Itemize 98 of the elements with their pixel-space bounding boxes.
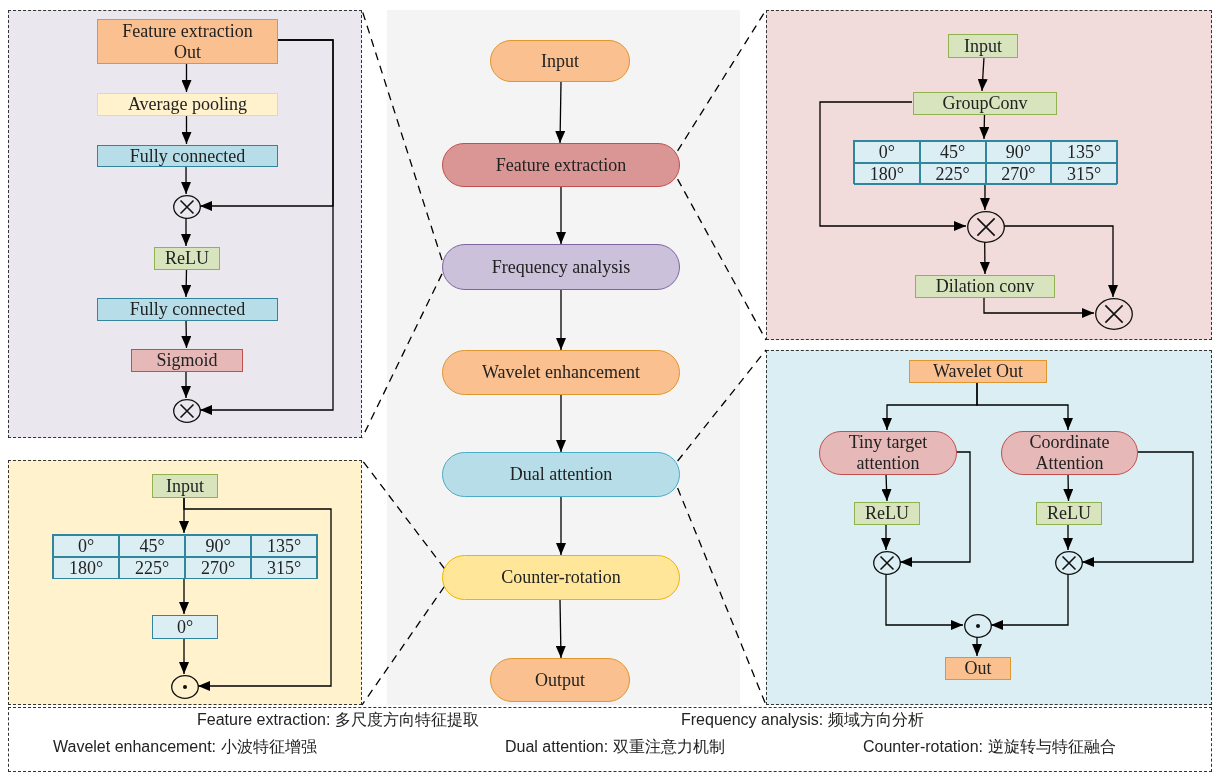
arrow (199, 39, 334, 415)
multiply-circle (1095, 298, 1133, 330)
angle-cell: 225° (919, 163, 986, 185)
process-box: Wavelet Out (909, 360, 1047, 383)
arrow (881, 473, 892, 502)
angle-cell: 180° (53, 557, 119, 579)
process-box: Input (152, 474, 218, 498)
multiply-circle (967, 211, 1005, 243)
arrow (881, 523, 891, 551)
arrow (899, 451, 971, 567)
stage-pill: Wavelet enhancement (442, 350, 680, 395)
multiply-circle (873, 551, 901, 575)
zoom-guide-line (676, 178, 767, 341)
arrow (179, 577, 189, 615)
definition-text: Wavelet enhancement: 小波特征增强 (53, 737, 317, 757)
angle-cell: 225° (119, 557, 185, 579)
stage-pill: Feature extraction (442, 143, 680, 187)
process-box: Fully connected (97, 298, 278, 321)
arrow (181, 268, 192, 298)
process-box: Dilation conv (915, 275, 1055, 298)
arrow (556, 496, 566, 556)
detail-panel (8, 460, 362, 705)
multiply-circle (173, 195, 201, 219)
definition-text: Dual attention: 双重注意力机制 (505, 737, 725, 757)
zoom-guide-line (676, 349, 767, 462)
arrow (979, 113, 990, 140)
angle-cell: 90° (185, 535, 251, 557)
detail-panel (8, 10, 362, 438)
stage-pill: Dual attention (442, 452, 680, 497)
angle-cell: 135° (1051, 141, 1117, 163)
stage-pill: Output (490, 658, 630, 702)
zoom-guide-line (676, 487, 767, 706)
arrow (990, 573, 1069, 630)
angle-cell: 180° (854, 163, 920, 185)
angle-cell: 270° (985, 163, 1052, 185)
angle-cell: 90° (985, 141, 1052, 163)
arrow (556, 394, 566, 453)
dot-product-circle (171, 675, 199, 699)
arrow (1081, 451, 1194, 567)
process-box: 0° (152, 615, 218, 639)
process-box: Input (948, 34, 1018, 58)
arrow (1003, 225, 1118, 298)
arrow (977, 56, 988, 92)
process-box: Average pooling (97, 93, 278, 116)
arrow (181, 62, 192, 93)
arrow (972, 636, 982, 657)
process-box: Sigmoid (131, 349, 243, 372)
angle-cell: 45° (119, 535, 185, 557)
angle-table (52, 534, 318, 579)
arrow (555, 81, 566, 144)
angle-cell: 135° (251, 535, 317, 557)
arrow (976, 381, 1073, 431)
process-box: GroupConv (913, 92, 1057, 115)
zoom-guide-line (361, 459, 446, 570)
angle-cell: 0° (854, 141, 920, 163)
stage-pill: Counter-rotation (442, 555, 680, 600)
zoom-guide-line (361, 585, 446, 706)
arrow (183, 496, 332, 691)
arrow (979, 241, 990, 275)
arrow (181, 370, 191, 399)
angle-cell: 45° (919, 141, 986, 163)
attention-pill: Coordinate Attention (1001, 431, 1138, 475)
arrow (983, 296, 1095, 318)
detail-panel (766, 350, 1212, 705)
process-box: ReLU (854, 502, 920, 525)
arrow (179, 637, 189, 675)
angle-cell: 270° (185, 557, 251, 579)
process-box: ReLU (1036, 502, 1102, 525)
definition-text: Counter-rotation: 逆旋转与特征融合 (863, 737, 1116, 757)
arrow (181, 165, 192, 195)
definition-text: Feature extraction: 多尺度方向特征提取 (197, 710, 479, 730)
arrow (556, 186, 566, 245)
arrow (181, 217, 191, 247)
arrow (979, 182, 990, 211)
process-box: Feature extraction Out (97, 19, 278, 64)
stage-pill: Frequency analysis (442, 244, 680, 290)
detail-panel (766, 10, 1212, 340)
angle-cell: 315° (251, 557, 317, 579)
arrow (819, 101, 967, 231)
arrow (1063, 523, 1073, 551)
arrow (555, 599, 566, 659)
angle-cell: 315° (1051, 163, 1117, 185)
definition-text: Frequency analysis: 频域方向分析 (681, 710, 924, 730)
arrow (181, 114, 192, 145)
angle-table (853, 140, 1118, 184)
angle-cell: 0° (53, 535, 119, 557)
attention-pill: Tiny target attention (819, 431, 957, 475)
process-box: Out (945, 657, 1011, 680)
stage-pill: Input (490, 40, 630, 82)
arrow (181, 319, 192, 349)
multiply-circle (1055, 551, 1083, 575)
process-box: ReLU (154, 247, 220, 270)
arrow (1063, 473, 1074, 502)
arrow (556, 289, 566, 351)
multiply-circle (173, 399, 201, 423)
arrow (885, 573, 964, 630)
process-box: Fully connected (97, 145, 278, 167)
dot-product-circle (964, 614, 992, 638)
